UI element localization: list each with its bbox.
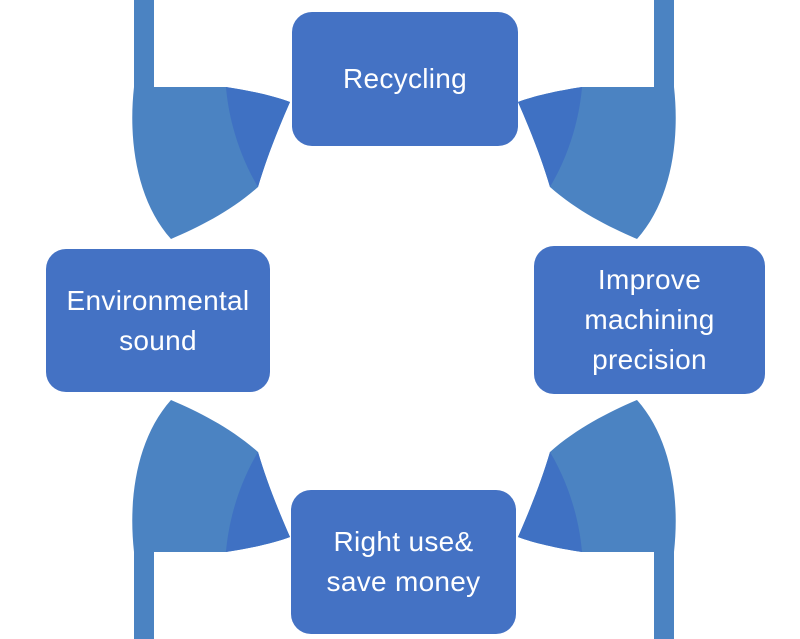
arrow-bottom-right <box>518 400 676 639</box>
node-recycling-label: Recycling <box>342 63 468 94</box>
node-right-use-save-money-label: Right use& save money <box>326 526 481 597</box>
node-improve-machining-precision-label: Improve machining precision <box>584 264 715 375</box>
node-recycling: Recycling <box>292 12 518 146</box>
arrow-top-right <box>518 0 676 239</box>
arrow-top-left <box>132 0 290 239</box>
node-right-use-save-money: Right use& save money <box>291 490 516 634</box>
node-environmental-sound: Environmental sound <box>46 249 270 392</box>
arrow-bottom-left <box>132 400 290 639</box>
node-improve-machining-precision: Improve machining precision <box>534 246 765 394</box>
node-environmental-sound-label: Environmental sound <box>66 284 250 356</box>
